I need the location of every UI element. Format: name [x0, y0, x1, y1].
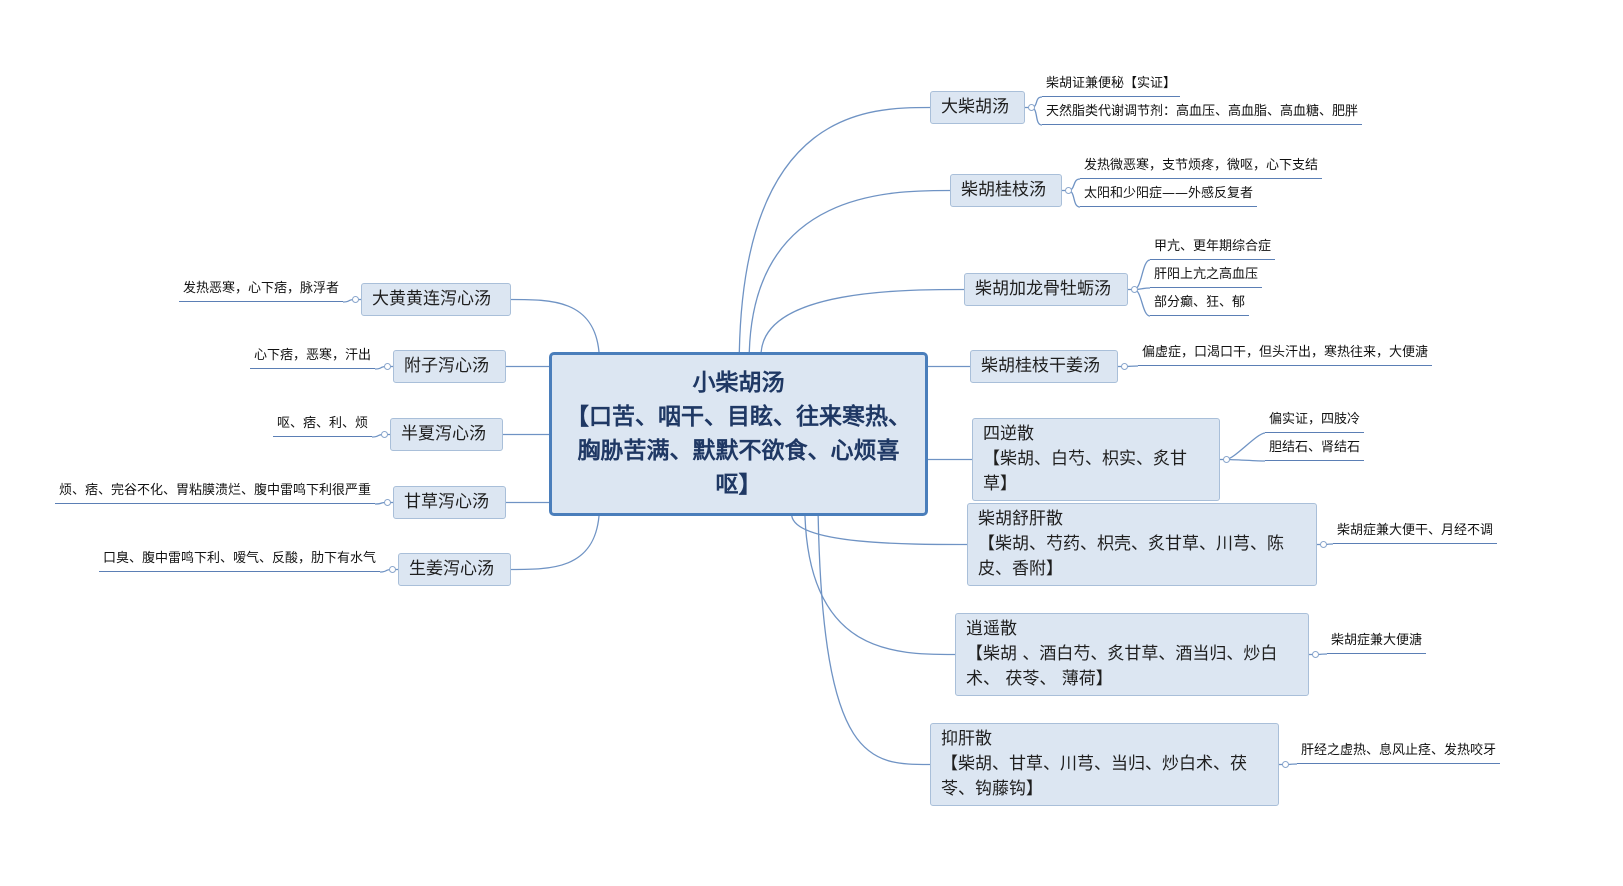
- leaf-note: 天然脂类代谢调节剂：高血压、高血脂、高血糖、肥胖: [1042, 103, 1363, 125]
- topic-gancao-xiexin-tang[interactable]: 甘草泻心汤: [393, 486, 506, 519]
- central-topic-title: 小柴胡汤: [692, 370, 785, 396]
- topic-dahuang-huanglian-xiexin-tang[interactable]: 大黄黄连泻心汤: [361, 283, 511, 316]
- topic-chaihu-shugan-san[interactable]: 柴胡舒肝散 【柴胡、芍药、枳壳、炙甘草、川芎、陈皮、香附】: [967, 503, 1317, 586]
- connector-center-left-0: [510, 298, 600, 353]
- leaf-note: 部分癫、狂、郁: [1150, 294, 1250, 316]
- leaf-note: 发热微恶寒，支节烦疼，微呕，心下支结: [1080, 157, 1323, 179]
- topic-ingredients: 【柴胡、白芍、枳实、炙甘草】: [983, 449, 1187, 494]
- topic-title: 柴胡舒肝散: [978, 509, 1063, 529]
- topic-title: 柴胡桂枝汤: [961, 180, 1046, 200]
- connector-leaf-right-4-1: [1225, 458, 1266, 462]
- leaf-note: 口臭、腹中雷鸣下利、嗳气、反酸，肋下有水气: [99, 550, 381, 572]
- connector-leaf-right-4-0: [1225, 432, 1266, 461]
- topic-shengjiang-xiexin-tang[interactable]: 生姜泻心汤: [398, 553, 511, 586]
- topic-ingredients: 【柴胡、甘草、川芎、当归、炒白术、茯苓、钩藤钩】: [941, 754, 1247, 799]
- connector-center-right-0: [738, 106, 931, 353]
- topic-ingredients: 【柴胡 、酒白芍、炙甘草、酒当归、炒白术、 茯苓、 薄荷】: [966, 644, 1278, 689]
- central-topic-subtitle: 【口苦、咽干、目眩、往来寒热、胸胁苦满、默默不欲食、心烦喜呕】: [566, 404, 911, 498]
- connector-center-right-5: [791, 515, 968, 546]
- branch-collapse-knob[interactable]: [383, 499, 391, 506]
- leaf-note: 偏实证，四肢冷: [1265, 411, 1365, 433]
- leaf-note: 偏虚症，口渴口干，但头汗出，寒热往来，大便溏: [1138, 344, 1433, 366]
- leaf-note: 柴胡证兼便秘【实证】: [1042, 75, 1181, 97]
- leaf-note: 烦、痞、完谷不化、胃粘膜溃烂、腹中雷鸣下利很严重: [55, 482, 376, 504]
- branch-collapse-knob[interactable]: [1222, 456, 1230, 463]
- branch-collapse-knob[interactable]: [1027, 104, 1035, 111]
- topic-sini-san[interactable]: 四逆散 【柴胡、白芍、枳实、炙甘草】: [972, 418, 1220, 501]
- branch-collapse-knob[interactable]: [1319, 541, 1327, 548]
- branch-collapse-knob[interactable]: [1130, 286, 1138, 293]
- topic-title: 逍遥散: [966, 619, 1017, 639]
- branch-collapse-knob[interactable]: [388, 566, 396, 573]
- topic-yigan-san[interactable]: 抑肝散 【柴胡、甘草、川芎、当归、炒白术、茯苓、钩藤钩】: [930, 723, 1279, 806]
- central-topic[interactable]: 小柴胡汤 【口苦、咽干、目眩、往来寒热、胸胁苦满、默默不欲食、心烦喜呕】: [549, 352, 928, 516]
- topic-title: 抑肝散: [941, 729, 992, 749]
- branch-collapse-knob[interactable]: [383, 363, 391, 370]
- branch-collapse-knob[interactable]: [1311, 651, 1319, 658]
- topic-da-chaihu-tang[interactable]: 大柴胡汤: [930, 91, 1025, 124]
- leaf-note: 柴胡症兼大便干、月经不调: [1333, 522, 1498, 544]
- connector-leaf-right-2-0: [1133, 259, 1151, 291]
- topic-title: 四逆散: [983, 424, 1034, 444]
- branch-collapse-knob[interactable]: [380, 431, 388, 438]
- branch-collapse-knob[interactable]: [1281, 761, 1289, 768]
- leaf-note: 胆结石、肾结石: [1265, 439, 1365, 461]
- topic-title: 半夏泻心汤: [401, 424, 486, 444]
- topic-title: 大黄黄连泻心汤: [372, 289, 491, 309]
- connector-center-right-6: [804, 515, 956, 656]
- topic-title: 附子泻心汤: [404, 356, 489, 376]
- leaf-note: 柴胡症兼大便溏: [1327, 632, 1427, 654]
- topic-fuzi-xiexin-tang[interactable]: 附子泻心汤: [393, 350, 506, 383]
- topic-title: 柴胡桂枝干姜汤: [981, 356, 1100, 376]
- leaf-note: 肝阳上亢之高血压: [1150, 266, 1263, 288]
- topic-title: 生姜泻心汤: [409, 559, 494, 579]
- topic-title: 柴胡加龙骨牡蛎汤: [975, 279, 1111, 299]
- leaf-note: 肝经之虚热、息风止痉、发热咬牙: [1297, 742, 1501, 764]
- leaf-note: 甲亢、更年期综合症: [1150, 238, 1276, 260]
- topic-chaihu-jia-longgu-muli-tang[interactable]: 柴胡加龙骨牡蛎汤: [964, 273, 1128, 306]
- leaf-note: 心下痞，恶寒，汗出: [250, 347, 376, 369]
- leaf-note: 呕、痞、利、烦: [273, 415, 373, 437]
- topic-chaihu-guizhi-tang[interactable]: 柴胡桂枝汤: [950, 174, 1062, 207]
- leaf-note: 发热恶寒，心下痞，脉浮者: [179, 280, 344, 302]
- leaf-note: 太阳和少阳症——外感反复者: [1080, 185, 1258, 207]
- topic-banxia-xiexin-tang[interactable]: 半夏泻心汤: [390, 418, 503, 451]
- connector-center-right-1: [748, 189, 951, 353]
- connector-center-right-7: [817, 515, 931, 766]
- topic-ingredients: 【柴胡、芍药、枳壳、炙甘草、川芎、陈皮、香附】: [978, 534, 1284, 579]
- branch-collapse-knob[interactable]: [1064, 187, 1072, 194]
- topic-title: 大柴胡汤: [941, 97, 1009, 117]
- topic-title: 甘草泻心汤: [404, 492, 489, 512]
- topic-chaihu-guizhi-ganjiang-tang[interactable]: 柴胡桂枝干姜汤: [970, 350, 1118, 383]
- topic-xiaoyao-san[interactable]: 逍遥散 【柴胡 、酒白芍、炙甘草、酒当归、炒白术、 茯苓、 薄荷】: [955, 613, 1309, 696]
- connector-center-left-4: [510, 515, 600, 571]
- branch-collapse-knob[interactable]: [351, 296, 359, 303]
- connector-center-right-2: [760, 288, 965, 353]
- branch-collapse-knob[interactable]: [1120, 363, 1128, 370]
- connector-leaf-right-2-2: [1133, 288, 1151, 317]
